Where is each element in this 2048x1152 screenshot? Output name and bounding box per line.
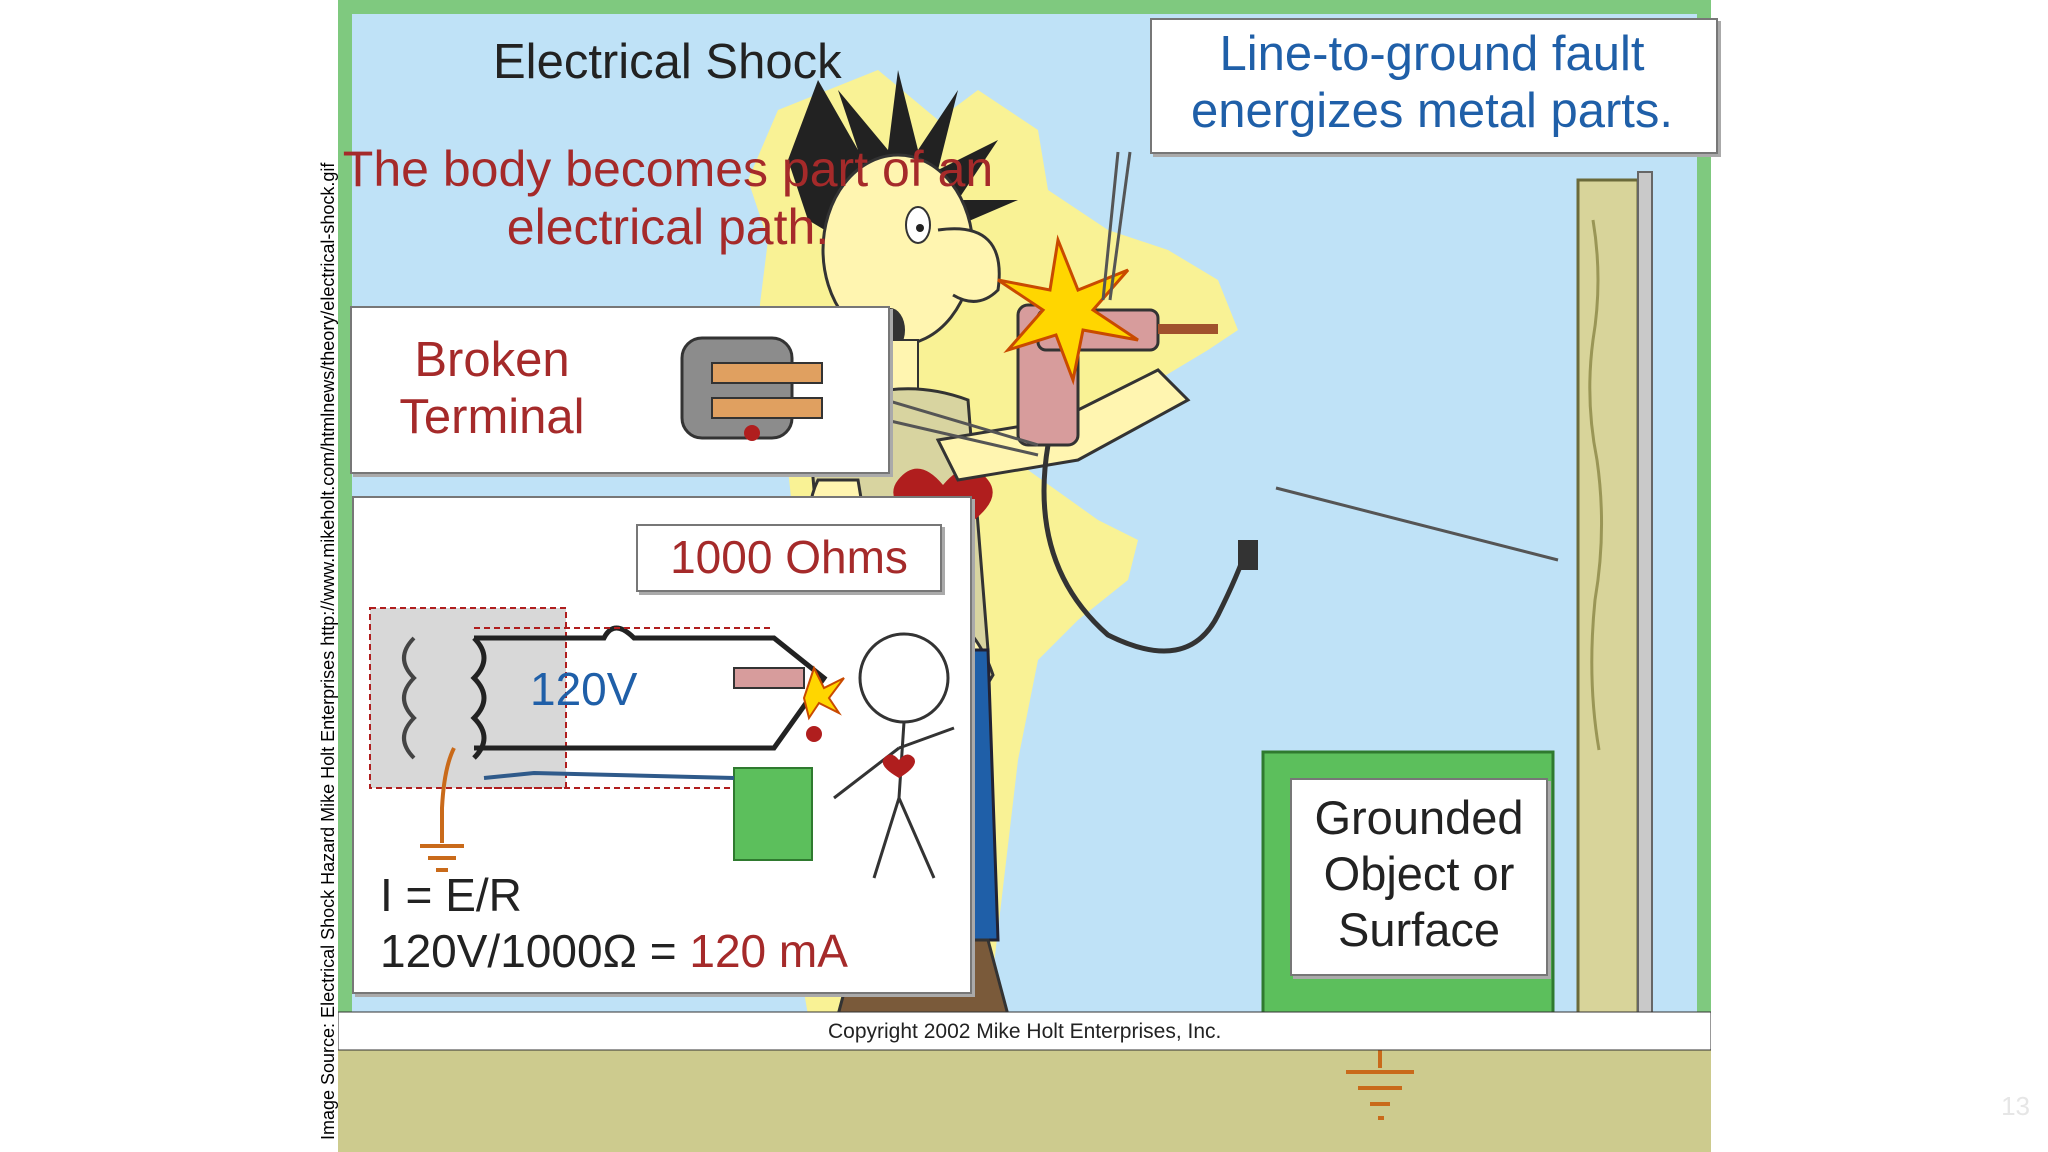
circuit-diagram (369, 607, 955, 879)
copyright-notice: Copyright 2002 Mike Holt Enterprises, In… (828, 1020, 1222, 1043)
broken-terminal-label: Broken Terminal (399, 333, 585, 444)
wooden-post (1576, 178, 1640, 1017)
image-source-caption: Image Source: Electrical Shock Hazard Mi… (318, 162, 338, 1140)
formula-line-2-result: 120 mA (689, 925, 848, 977)
fault-callout-text: Line-to-ground fault energizes metal par… (1190, 27, 1674, 138)
formula-line-2-prefix: 120V/1000Ω = (380, 925, 677, 977)
resistance-callout: 1000 Ohms (636, 524, 942, 592)
circuit-panel: 1000 Ohms (352, 496, 972, 994)
fault-callout: Line-to-ground fault energizes metal par… (1150, 18, 1718, 154)
plug-icon (680, 336, 823, 441)
slide-number: 13 (2001, 1091, 2030, 1121)
grounded-label: Grounded Object or Surface (1314, 791, 1524, 956)
grounded-label-box: Grounded Object or Surface (1290, 778, 1548, 976)
resistance-label: 1000 Ohms (670, 531, 908, 583)
electrical-shock-illustration: Electrical Shock The body becomes part o… (338, 0, 1718, 1152)
voltage-label: 120V (530, 663, 638, 715)
broken-terminal-callout: Broken Terminal (350, 306, 890, 474)
formula-line-2: 120V/1000Ω = 120 mA (380, 924, 848, 978)
illustration-subtitle: The body becomes part of an electrical p… (342, 141, 994, 255)
ground-soil (338, 1050, 1711, 1152)
illustration-title: Electrical Shock (493, 35, 842, 89)
formula-line-1: I = E/R (380, 869, 522, 921)
illustration-artwork (338, 0, 1711, 1152)
